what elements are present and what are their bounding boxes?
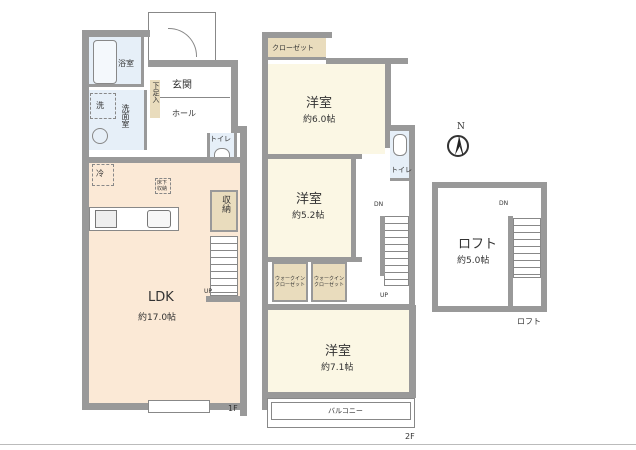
compass-icon	[447, 135, 469, 157]
wall	[262, 304, 412, 310]
wall	[380, 216, 385, 276]
room-western-1-size: 約6.0帖	[303, 115, 336, 125]
wall	[240, 126, 247, 416]
room-closet-label: クローゼット	[272, 44, 314, 52]
room-western-3	[268, 310, 409, 392]
balcony	[267, 398, 415, 428]
wall	[262, 154, 362, 159]
fridge-space	[92, 164, 114, 186]
room-western-1	[268, 64, 385, 154]
bathtub-icon	[93, 40, 117, 84]
kitchen-sink-icon	[147, 210, 171, 228]
wall	[82, 30, 150, 37]
room-storage	[210, 190, 238, 232]
bottom-divider	[0, 444, 636, 445]
wall	[508, 216, 513, 306]
stairs-loft-dn-label: DN	[499, 200, 509, 207]
wall	[231, 126, 246, 133]
stairs-2f-dn-label: DN	[374, 201, 384, 208]
shoe-storage	[150, 80, 160, 118]
wall	[82, 30, 89, 410]
loft-floor-label: ロフト	[517, 317, 541, 326]
room-washroom-label: 洗面室	[121, 104, 130, 128]
wall	[262, 32, 332, 38]
window-bay-1f	[148, 400, 210, 413]
compass-north-label: N	[457, 122, 465, 132]
washer-space	[90, 93, 116, 119]
room-walkin-closet-1	[272, 262, 308, 302]
room-walkin-closet-1-label: ウォークイン クローゼット	[274, 276, 305, 288]
balcony-inner	[271, 402, 411, 420]
room-loft-label: ロフト	[458, 237, 498, 252]
fridge-tag-label: 冷	[96, 169, 104, 178]
wall	[326, 58, 408, 64]
wall	[262, 257, 362, 262]
wall	[385, 58, 391, 148]
loft-outer	[432, 182, 547, 312]
sink-icon	[92, 128, 108, 144]
room-ldk-label: LDK	[148, 290, 174, 305]
stairs-2f-up-label: UP	[380, 292, 389, 299]
room-western-2-label: 洋室	[296, 192, 323, 207]
room-western-2	[268, 159, 356, 257]
wall	[409, 305, 416, 395]
wall	[206, 296, 246, 302]
room-hall-label: ホール	[172, 109, 196, 118]
room-walkin-closet-2	[311, 262, 347, 302]
stairs-loft	[513, 218, 541, 278]
entrance-step-line	[160, 97, 230, 98]
room-ldk-size: 約17.0帖	[138, 313, 177, 323]
room-entrance-label: 玄関	[172, 80, 192, 91]
room-western-3-size: 約7.1帖	[321, 363, 354, 373]
wall	[231, 60, 238, 132]
underfloor-storage-label: 床下収納	[156, 180, 167, 192]
floor-2f-label: 2F	[405, 432, 415, 441]
room-loft-size: 約5.0帖	[457, 256, 490, 266]
stove-icon	[95, 210, 117, 228]
stairs-1f	[210, 236, 238, 296]
room-toilet-2f-label: トイレ	[391, 166, 412, 174]
wall	[262, 392, 416, 398]
balcony-label: バルコニー	[328, 407, 363, 415]
wall	[262, 32, 268, 410]
room-closet	[268, 38, 326, 60]
room-toilet-1f-label: トイレ	[210, 135, 231, 143]
wall	[409, 125, 415, 310]
toilet-icon	[393, 134, 407, 156]
room-western-3-label: 洋室	[325, 344, 352, 359]
stairs-2f	[384, 216, 409, 286]
underfloor-storage-box	[155, 178, 171, 194]
stairs-1f-up-label: UP	[204, 288, 213, 295]
room-walkin-closet-2-label: ウォークイン クローゼット	[313, 276, 344, 288]
shoe-storage-label: 下足入	[152, 82, 160, 103]
wash-tag-label: 洗	[96, 101, 104, 110]
wall	[148, 60, 238, 67]
room-western-1-label: 洋室	[306, 96, 333, 111]
room-bath-label: 浴室	[118, 59, 134, 68]
room-western-2-size: 約5.2帖	[292, 211, 325, 221]
floor-1f-label: 1F	[228, 404, 238, 413]
room-storage-label: 収納	[220, 195, 230, 213]
wall	[385, 125, 415, 131]
